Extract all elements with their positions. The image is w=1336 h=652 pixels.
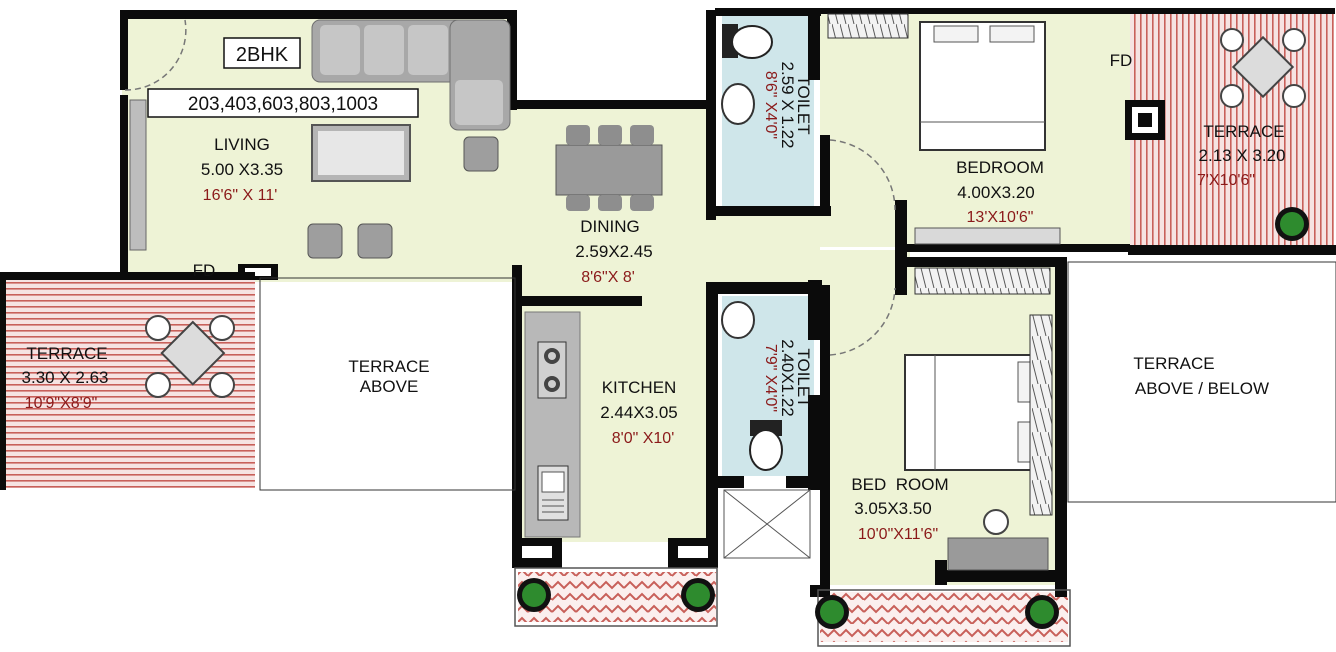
terrace-above-below-line1: TERRACE xyxy=(1133,354,1214,373)
study-desk-icon xyxy=(947,509,1049,571)
wall-top-living xyxy=(120,10,515,19)
sink-icon xyxy=(537,465,569,521)
terrace-left-feet: 10'9"X8'9" xyxy=(25,395,98,412)
passage-floor xyxy=(710,210,820,290)
wall-bedroom1-bottom xyxy=(905,244,1130,252)
wall-toilet1-bottom xyxy=(706,206,831,216)
bedroom2-metric: 3.05X3.50 xyxy=(854,499,932,518)
toilet2-feet: 7'9" X4'0" xyxy=(762,344,779,412)
terrace-above-below-line2: ABOVE / BELOW xyxy=(1135,379,1269,398)
living-name: LIVING xyxy=(214,135,270,154)
wall-bedroom2-top xyxy=(895,257,1065,267)
bed-icon xyxy=(904,21,1046,471)
kitchen-name: KITCHEN xyxy=(602,378,677,397)
dining-table-icon xyxy=(555,125,663,211)
wall-bedroom2-right xyxy=(1055,257,1067,597)
wall-toilet1-right-lower xyxy=(820,135,830,215)
bedroom1-metric: 4.00X3.20 xyxy=(957,183,1035,202)
gas-stove-icon xyxy=(537,341,567,399)
wall-left-lower xyxy=(120,95,128,280)
dining-metric: 2.59X2.45 xyxy=(575,242,653,261)
wall-living-notch xyxy=(507,10,517,110)
outdoor-table-icon xyxy=(145,28,1306,398)
bedroom1-feet: 13'X10'6" xyxy=(967,209,1034,226)
dining-feet: 8'6"X 8' xyxy=(581,269,635,286)
wardrobe-icon xyxy=(827,13,1061,516)
terrace-above-below-box xyxy=(1067,261,1336,503)
tv-unit-icon xyxy=(129,99,147,251)
bedroom1-name: BEDROOM xyxy=(956,158,1044,177)
duct-shaft xyxy=(723,489,811,559)
wall-left-upper xyxy=(120,10,128,90)
room-terrace-left-label: TERRACE 3.30 X 2.63 10'9"X8'9" xyxy=(22,344,109,412)
terrace-right-name: TERRACE xyxy=(1203,122,1284,141)
terrace-right-feet: 7'X10'6" xyxy=(1197,172,1255,189)
kitchen-metric: 2.44X3.05 xyxy=(600,403,678,422)
fd-bedroom-marker: FD xyxy=(1110,51,1133,70)
wall-kitchen-top xyxy=(512,296,642,306)
walls xyxy=(0,8,1336,647)
terrace-above-line2: ABOVE xyxy=(360,377,419,396)
wall-terrace-left-top xyxy=(0,272,255,280)
terrace-above-label: TERRACE ABOVE xyxy=(348,357,429,396)
terrace-above-box xyxy=(259,277,516,491)
terrace-left-metric: 3.30 X 2.63 xyxy=(22,368,109,387)
room-kitchen-label: KITCHEN 2.44X3.05 8'0" X10' xyxy=(600,378,678,447)
wall-toilet1-left xyxy=(706,10,716,220)
toilet1-metric: 2.59 X 1.22 xyxy=(778,62,797,149)
wall-top-right xyxy=(820,8,1335,14)
toilet1-name: TOILET xyxy=(794,75,813,134)
wall-bedroom2-bottom xyxy=(935,570,1060,582)
wall-dining-top xyxy=(507,100,712,109)
door-swing-icon xyxy=(124,19,896,356)
wall-bedroom-divider xyxy=(895,200,907,295)
kitchen-feet: 8'0" X10' xyxy=(612,430,675,447)
wall-bedroom2-left xyxy=(820,285,830,595)
fd-living-marker: FD xyxy=(193,261,216,280)
wall-toilet2-top xyxy=(706,282,816,294)
bedroom2-entry-floor xyxy=(820,250,910,585)
type-badge: 2BHK xyxy=(223,37,301,69)
plant-pot-icon xyxy=(517,207,1309,629)
wall-terrace-right-bottom xyxy=(1128,245,1336,255)
toilet2-metric: 2.40X1.22 xyxy=(778,339,797,417)
terrace-left-name: TERRACE xyxy=(26,344,107,363)
room-dining-label: DINING 2.59X2.45 8'6"X 8' xyxy=(575,217,653,286)
room-terrace-right-label: TERRACE 2.13 X 3.20 7'X10'6" xyxy=(1197,122,1286,189)
flat-numbers-badge: 203,403,603,803,1003 xyxy=(147,88,419,118)
wc-icon xyxy=(722,24,783,471)
room-toilet1-label: TOILET 2.59 X 1.22 8'6" X4'0" xyxy=(762,62,813,149)
living-feet: 16'6" X 11' xyxy=(203,187,278,204)
wall-toilet1-top xyxy=(715,8,821,16)
wall-kitchen-right xyxy=(706,282,718,557)
washbasin-icon xyxy=(721,83,755,339)
terrace-right-metric: 2.13 X 3.20 xyxy=(1199,146,1286,165)
bedroom2-feet: 10'0"X11'6" xyxy=(858,526,938,543)
toilet1-feet: 8'6" X4'0" xyxy=(762,71,779,139)
terrace-above-line1: TERRACE xyxy=(348,357,429,376)
room-bedroom1-label: BEDROOM 4.00X3.20 13'X10'6" xyxy=(956,158,1044,226)
terrace-above-below-label: TERRACE ABOVE / BELOW xyxy=(1133,354,1269,398)
wall-kitchen-left xyxy=(512,265,522,565)
type-badge-text: 2BHK xyxy=(236,44,289,66)
room-living-label: LIVING 5.00 X3.35 16'6" X 11' xyxy=(201,135,283,204)
toilet2-name: TOILET xyxy=(794,348,813,407)
wall-toilet1-right-upper xyxy=(808,10,820,80)
room-toilet2-label: TOILET 2.40X1.22 7'9" X4'0" xyxy=(762,339,813,417)
coffee-table-icon xyxy=(311,124,411,182)
living-metric: 5.00 X3.35 xyxy=(201,160,283,179)
room-bedroom2-label: BED ROOM 3.05X3.50 10'0"X11'6" xyxy=(851,475,948,543)
wall-toilet2-right xyxy=(808,280,822,340)
bedroom2-name: BED ROOM xyxy=(851,475,948,494)
dining-name: DINING xyxy=(580,217,640,236)
flat-numbers-text: 203,403,603,803,1003 xyxy=(188,94,378,115)
wall-toilet2-bottom-left xyxy=(706,476,744,488)
ottoman-icons xyxy=(307,136,499,259)
sofa-icon xyxy=(311,19,511,131)
